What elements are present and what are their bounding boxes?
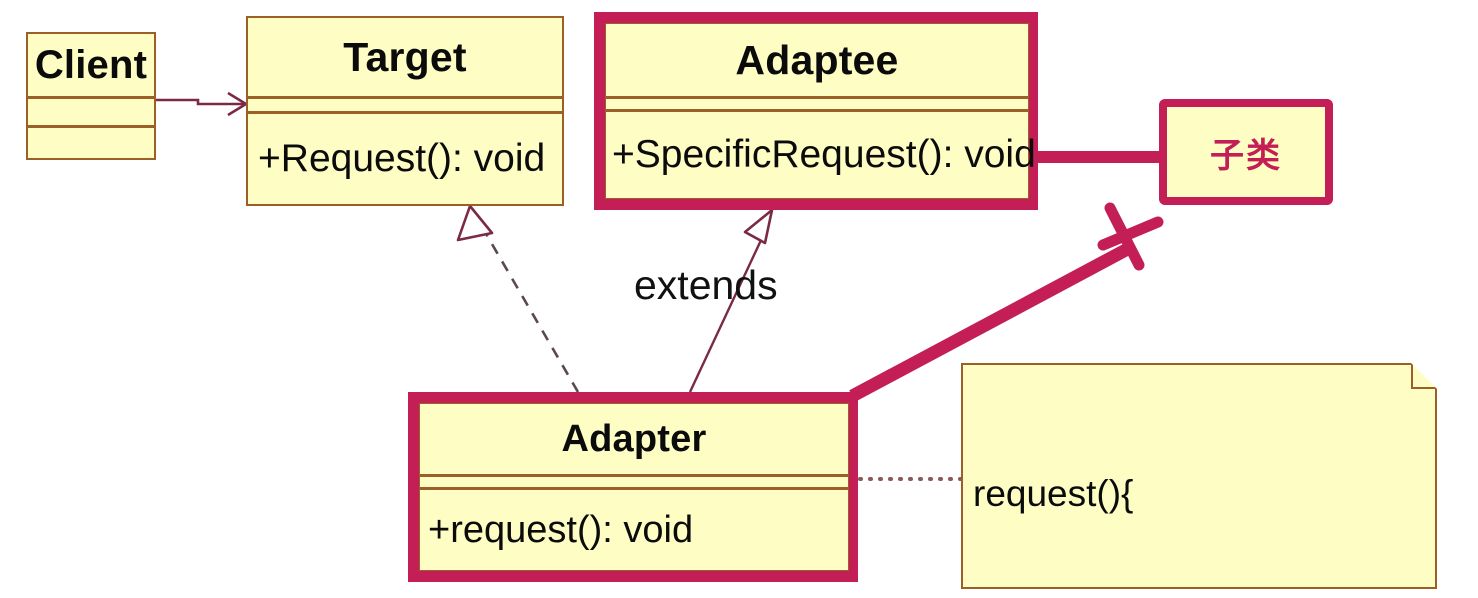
class-title-client: Client bbox=[34, 42, 148, 87]
class-attributes-adaptee bbox=[606, 99, 1028, 109]
class-inner-client: Client bbox=[28, 34, 154, 158]
class-separator-adaptee-1 bbox=[606, 96, 1028, 99]
class-title-adapter: Adapter bbox=[561, 417, 707, 460]
class-box-subclass[interactable]: 子类 bbox=[1159, 99, 1333, 205]
class-operations-target: +Request(): void bbox=[258, 137, 546, 180]
class-operations-client bbox=[28, 128, 154, 158]
class-title-subclass: 子类 bbox=[1210, 136, 1282, 175]
class-box-adaptee[interactable]: Adaptee +SpecificRequest(): void bbox=[594, 12, 1038, 210]
note-text: request(){ this.sepcialRequest() } bbox=[961, 363, 1437, 589]
class-title-adaptee: Adaptee bbox=[735, 36, 899, 83]
class-inner-adaptee: Adaptee +SpecificRequest(): void bbox=[605, 23, 1036, 199]
class-box-adapter[interactable]: Adapter +request(): void bbox=[408, 392, 858, 582]
class-operations-adaptee: +SpecificRequest(): void bbox=[612, 133, 1036, 176]
class-separator-adaptee-2 bbox=[606, 109, 1028, 112]
relation-label-extends: extends bbox=[634, 262, 778, 308]
class-operations-adapter: +request(): void bbox=[428, 508, 694, 551]
class-inner-adapter: Adapter +request(): void bbox=[419, 403, 849, 571]
class-separator-target-2 bbox=[248, 111, 562, 114]
class-separator-client-2 bbox=[28, 125, 154, 128]
link-client-to-target bbox=[156, 91, 249, 117]
class-title-target: Target bbox=[343, 33, 467, 80]
note-body bbox=[961, 363, 1437, 589]
class-attributes-target bbox=[248, 99, 562, 111]
class-box-target[interactable]: Target +Request(): void bbox=[246, 16, 564, 206]
note-box[interactable]: request(){ this.sepcialRequest() } bbox=[961, 363, 1437, 589]
class-attributes-client bbox=[28, 99, 154, 125]
class-separator-client-1 bbox=[28, 96, 154, 99]
class-separator-adapter-2 bbox=[420, 487, 848, 490]
class-box-client[interactable]: Client bbox=[26, 32, 156, 160]
cross-out-x-mark bbox=[1097, 202, 1164, 271]
note-line-1: request(){ bbox=[973, 472, 1134, 514]
class-separator-target-1 bbox=[248, 96, 562, 99]
class-inner-target: Target +Request(): void bbox=[248, 18, 562, 204]
class-separator-adapter-1 bbox=[420, 474, 848, 477]
class-attributes-adapter bbox=[420, 477, 848, 487]
link-adapter-to-target bbox=[456, 204, 580, 393]
